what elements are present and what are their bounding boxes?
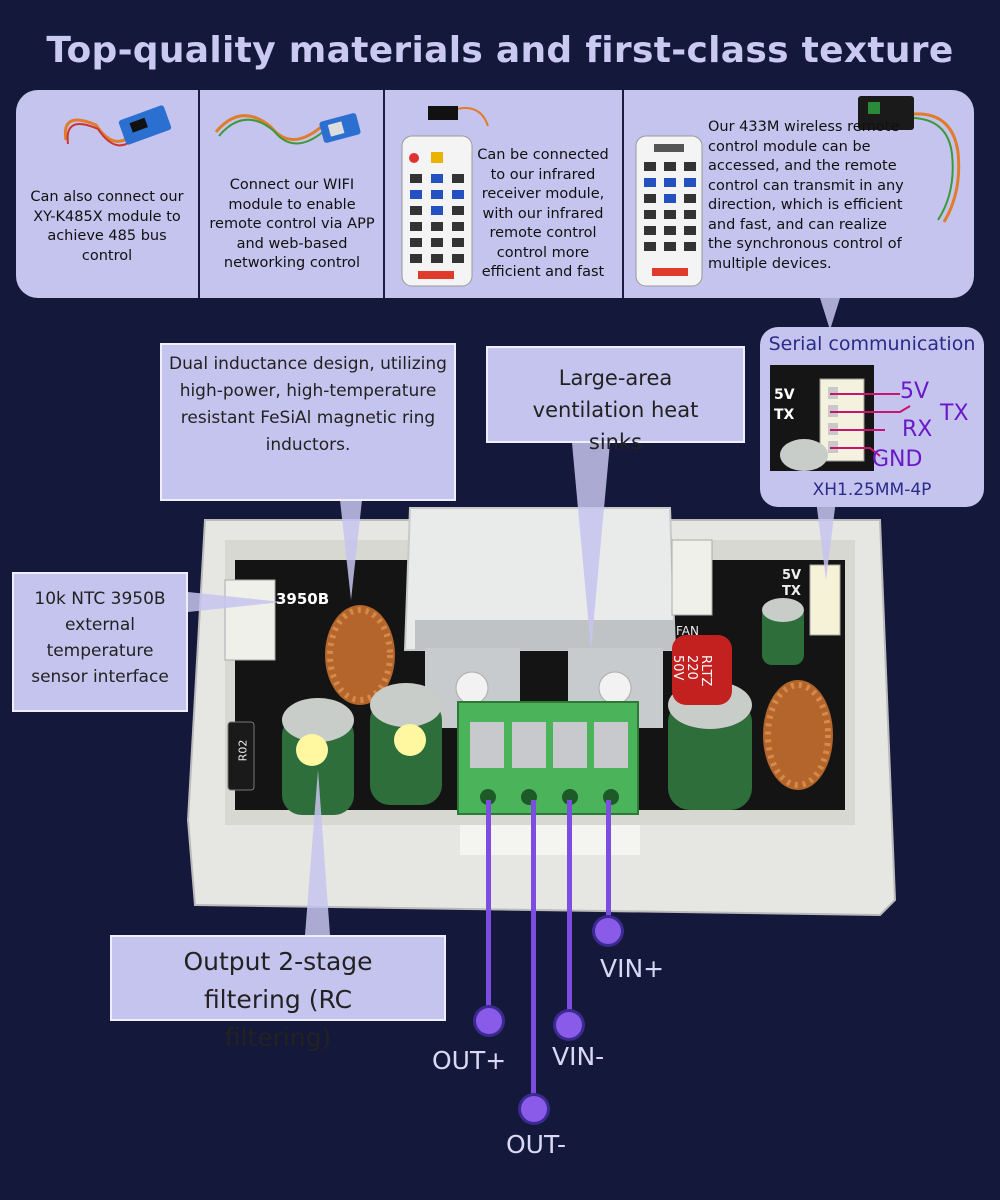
capacitor-marking: RLTZ 220 50V [670, 655, 713, 687]
page-title: Top-quality materials and first-class te… [46, 30, 954, 71]
serial-title: Serial communication [768, 333, 976, 355]
vin-minus-dot [556, 1012, 582, 1038]
wifi-module-image [214, 113, 361, 145]
vin-minus-label: VIN- [552, 1042, 605, 1071]
panel-divider [198, 90, 200, 298]
feature-433m-text: Our 433M wireless remote control module … [708, 119, 904, 272]
rs485-module-image [63, 105, 172, 147]
cap-brand: RLTZ [698, 655, 713, 687]
vin-plus-line [606, 800, 611, 925]
out-plus-label: OUT+ [432, 1046, 507, 1075]
feature-ir-text: Can be connected to our infrared receive… [477, 147, 609, 280]
feature-panel: Can also connect our XY-K485X module to … [16, 90, 974, 298]
connector-silk-tx: TX [774, 407, 795, 423]
out-minus-line [531, 800, 536, 1100]
connector-type: XH1.25MM-4P [812, 480, 932, 500]
out-minus-dot [521, 1096, 547, 1122]
serial-connector-image [770, 365, 874, 471]
vin-minus-line [567, 800, 572, 1020]
feature-wifi-text: Connect our WIFI module to enable remote… [209, 177, 375, 271]
vin-plus-label: VIN+ [600, 954, 665, 983]
resistor-marking: R02 [236, 739, 250, 762]
pin-rx-label: RX [902, 417, 933, 442]
callout-heatsink: Large-area ventilation heat sinks [486, 346, 745, 454]
out-minus-label: OUT- [506, 1130, 566, 1159]
rf433-remote-image [635, 135, 703, 287]
out-plus-line [486, 800, 491, 1020]
cap-voltage: 50V [670, 655, 685, 681]
connector-silk-5v: 5V [774, 387, 795, 403]
pin-tx-label: TX [940, 401, 969, 426]
panel-divider [383, 90, 385, 298]
callout-ntc: 10k NTC 3950B external temperature senso… [12, 572, 188, 712]
feature-485-text: Can also connect our XY-K485X module to … [30, 189, 184, 264]
pin-tx-silkscreen: TX [782, 584, 801, 599]
ir-remote-image [401, 106, 489, 287]
callout-filtering: Output 2-stage filtering (RC filtering) [110, 935, 446, 1052]
out-plus-dot [476, 1008, 502, 1034]
panel-divider [622, 90, 624, 298]
fan-silkscreen: FAN [676, 624, 699, 638]
pin-5v-label: 5V [900, 379, 930, 404]
rf433-module-image [858, 96, 961, 223]
callout-inductor: Dual inductance design, utilizing high-p… [160, 343, 456, 501]
pin-leader-lines [830, 393, 911, 457]
cap-value: 220 [684, 655, 699, 680]
pin-5v-silkscreen: 5V [782, 568, 802, 583]
pin-gnd-label: GND [872, 447, 923, 472]
vin-plus-dot [595, 918, 621, 944]
serial-panel: Serial communication 5V TX 5V TX RX GND … [760, 327, 984, 507]
ntc-silkscreen: 3950B [276, 590, 330, 608]
